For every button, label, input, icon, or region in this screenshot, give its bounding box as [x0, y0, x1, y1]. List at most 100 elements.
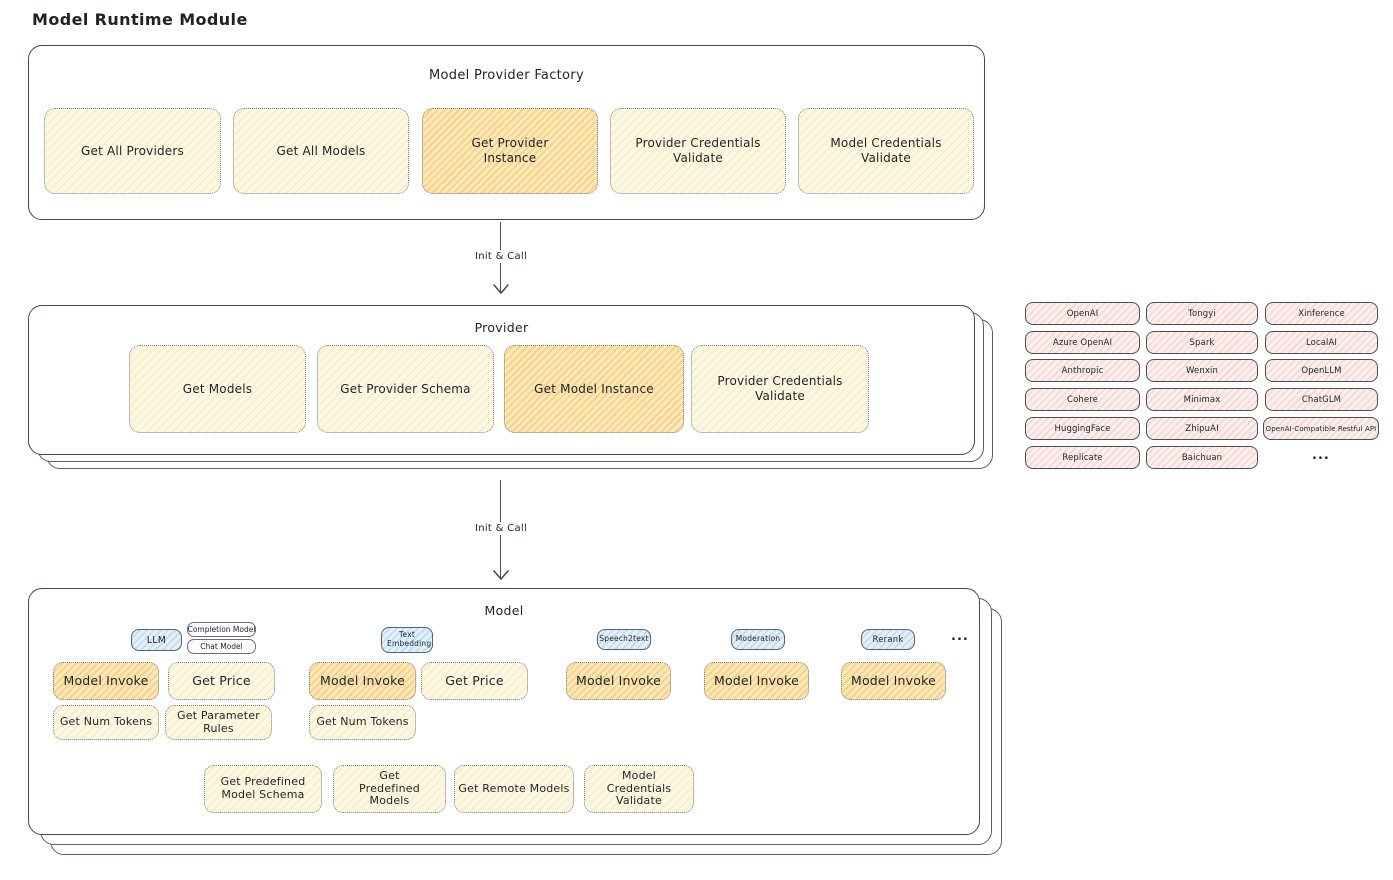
factory-box-get-all-models: Get All Models — [233, 108, 409, 194]
chip-label: OpenAI — [1066, 308, 1099, 319]
tab-text-embedding: Text Embedding — [381, 627, 433, 653]
provider-panel: Provider Get Models Get Provider Schema … — [28, 305, 975, 455]
provider-chip: Wenxin — [1146, 359, 1258, 382]
chip-label: Spark — [1189, 337, 1215, 348]
box-get-price-llm: Get Price — [168, 662, 275, 700]
box-label: Get Remote Models — [458, 781, 570, 795]
box-label: Model Credentials Validate — [606, 769, 672, 808]
box-label: Model Invoke — [575, 672, 662, 688]
model-panel: Model LLM Completion Model Chat Model Te… — [28, 588, 980, 835]
diagram-title: Model Runtime Module — [32, 10, 248, 29]
tab-label: Rerank — [872, 634, 904, 645]
arrow-label: Init & Call — [470, 250, 532, 263]
box-model-credentials-validate: Model Credentials Validate — [584, 765, 694, 813]
chip-label: LocalAI — [1305, 337, 1338, 348]
box-get-parameter-rules: Get Parameter Rules — [165, 705, 272, 740]
provider-chip: ZhipuAI — [1146, 417, 1258, 440]
box-label: Get All Providers — [81, 143, 184, 158]
tab-chat-model: Chat Model — [187, 639, 256, 654]
box-label: Get Num Tokens — [59, 715, 153, 729]
chip-label: Wenxin — [1186, 365, 1218, 376]
box-model-invoke-speech2text: Model Invoke — [566, 662, 671, 700]
box-label: Get Predefined Model Schema — [220, 775, 306, 801]
box-label: Model Credentials Validate — [830, 136, 942, 165]
provider-chips-ellipsis: ... — [1312, 448, 1330, 463]
box-model-invoke-rerank: Model Invoke — [841, 662, 946, 700]
provider-chip: Xinference — [1265, 302, 1378, 325]
box-model-invoke-llm: Model Invoke — [53, 662, 159, 700]
box-model-invoke-moderation: Model Invoke — [704, 662, 809, 700]
box-label: Model Invoke — [319, 672, 406, 688]
chip-label: HuggingFace — [1054, 423, 1111, 434]
provider-box-get-models: Get Models — [129, 345, 306, 433]
tab-speech2text: Speech2text — [597, 629, 651, 650]
box-label: Get Price — [445, 672, 504, 688]
provider-chip: LocalAI — [1265, 331, 1378, 354]
box-label: Get All Models — [276, 143, 366, 158]
provider-chip: ChatGLM — [1265, 388, 1378, 411]
provider-chip: Azure OpenAI — [1025, 331, 1140, 354]
box-get-remote-models: Get Remote Models — [454, 765, 574, 813]
provider-chip: OpenLLM — [1265, 359, 1378, 382]
provider-chip: OpenAI-Compatible Restful API — [1263, 417, 1379, 440]
provider-box-get-provider-schema: Get Provider Schema — [317, 345, 494, 433]
init-call-arrow-2: Init & Call — [470, 480, 532, 580]
arrow-down-icon — [492, 570, 509, 580]
tab-completion-model: Completion Model — [187, 622, 256, 637]
chip-label: Azure OpenAI — [1052, 337, 1113, 348]
box-get-num-tokens-llm: Get Num Tokens — [53, 705, 159, 740]
provider-chip: Minimax — [1146, 388, 1258, 411]
box-label: Get Provider Schema — [340, 381, 471, 396]
arrow-label: Init & Call — [470, 522, 532, 535]
chip-label: Replicate — [1062, 452, 1103, 463]
tab-moderation: Moderation — [731, 629, 785, 650]
tab-label: Text Embedding — [387, 630, 432, 648]
box-label: Get Num Tokens — [316, 715, 409, 729]
factory-title: Model Provider Factory — [429, 68, 584, 83]
provider-chip: Baichuan — [1146, 446, 1258, 469]
provider-box-provider-credentials-validate: Provider Credentials Validate — [691, 345, 869, 433]
provider-chip: Cohere — [1025, 388, 1140, 411]
box-get-num-tokens-text-embedding: Get Num Tokens — [309, 705, 416, 740]
provider-chip: OpenAI — [1025, 302, 1140, 325]
box-label: Model Invoke — [713, 672, 800, 688]
box-label: Provider Credentials Validate — [635, 136, 761, 165]
box-get-predefined-models: Get Predefined Models — [333, 765, 446, 813]
tab-rerank: Rerank — [861, 629, 915, 650]
chip-label: OpenLLM — [1301, 365, 1342, 376]
factory-panel: Model Provider Factory Get All Providers… — [28, 45, 985, 220]
box-label: Get Predefined Models — [359, 769, 420, 808]
factory-box-get-provider-instance: Get Provider Instance — [422, 108, 598, 194]
box-label: Provider Credentials Validate — [717, 374, 843, 403]
box-label: Get Parameter Rules — [177, 708, 260, 735]
provider-chip: Tongyi — [1146, 302, 1258, 325]
arrow-down-icon — [492, 284, 509, 294]
provider-title: Provider — [474, 320, 529, 335]
box-label: Get Provider Instance — [471, 136, 549, 165]
chip-label: Minimax — [1183, 394, 1221, 405]
chip-label: ChatGLM — [1301, 394, 1342, 405]
tab-label: Speech2text — [599, 634, 649, 644]
box-model-invoke-text-embedding: Model Invoke — [309, 662, 416, 700]
chip-label: Anthropic — [1061, 365, 1104, 376]
provider-chip: HuggingFace — [1025, 417, 1140, 440]
tab-label: Moderation — [735, 634, 781, 644]
box-label: Get Models — [182, 381, 253, 396]
factory-box-model-credentials-validate: Model Credentials Validate — [798, 108, 974, 194]
box-get-price-text-embedding: Get Price — [421, 662, 528, 700]
chip-label: OpenAI-Compatible Restful API — [1265, 424, 1377, 433]
chip-label: Cohere — [1067, 394, 1098, 405]
box-label: Get Model Instance — [534, 381, 654, 396]
box-label: Get Price — [192, 672, 251, 688]
provider-box-get-model-instance: Get Model Instance — [504, 345, 684, 433]
tab-label: Completion Model — [187, 625, 256, 634]
chip-label: Baichuan — [1181, 452, 1223, 463]
init-call-arrow-1: Init & Call — [470, 222, 532, 294]
provider-chip: Spark — [1146, 331, 1258, 354]
chip-label: Xinference — [1298, 308, 1345, 319]
box-label: Model Invoke — [63, 672, 149, 688]
factory-box-provider-credentials-validate: Provider Credentials Validate — [610, 108, 786, 194]
tab-label: LLM — [146, 634, 167, 646]
provider-chip: Anthropic — [1025, 359, 1140, 382]
